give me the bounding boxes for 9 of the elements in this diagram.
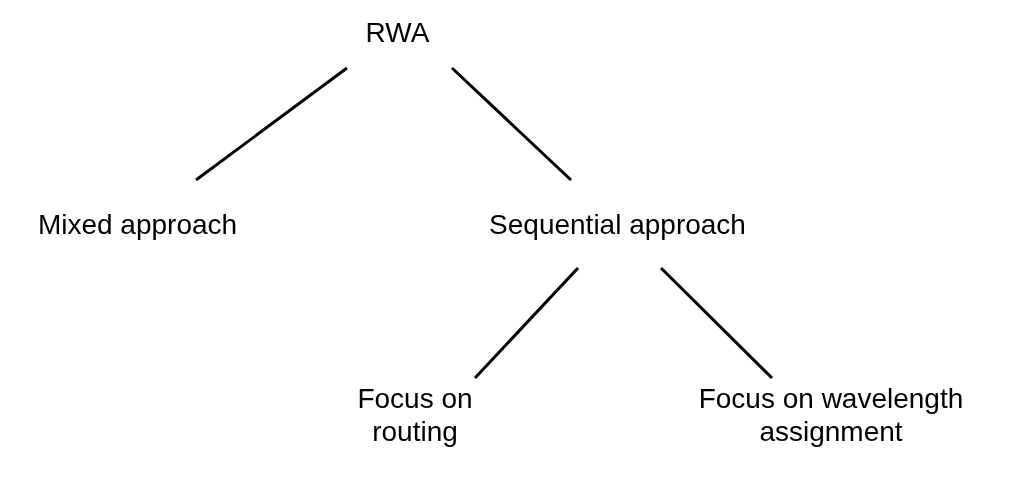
connector-line bbox=[659, 266, 774, 380]
node-label: Focus on wavelength assignment bbox=[697, 382, 965, 448]
connector-line bbox=[473, 266, 580, 380]
node-label: Focus on routing bbox=[356, 382, 474, 448]
node-label: Sequential approach bbox=[489, 208, 746, 241]
node-label: Mixed approach bbox=[37, 208, 238, 241]
connector-line bbox=[450, 66, 573, 182]
node-label: RWA bbox=[365, 16, 430, 49]
connector-line bbox=[195, 66, 348, 182]
